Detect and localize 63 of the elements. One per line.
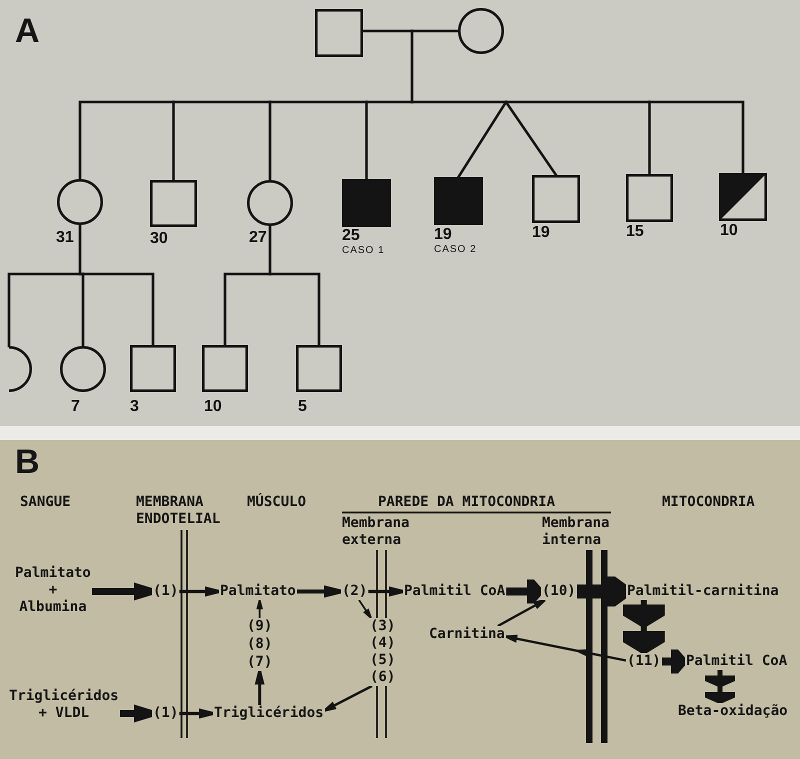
pedigree-square (130, 345, 176, 392)
column-heading: MEMBRANA ENDOTELIAL (136, 494, 220, 528)
panel-letter: B (15, 445, 40, 479)
individual-number: 25 (342, 227, 360, 244)
compound-label: Beta-oxidação (677, 703, 789, 720)
pedigree-line (268, 224, 272, 276)
pedigree-line (457, 100, 508, 178)
individual-number: 19 (434, 226, 452, 243)
pedigree-square (202, 345, 248, 392)
pedigree-circle (60, 346, 106, 392)
individual-number: 3 (130, 398, 139, 415)
pedigree-line (410, 30, 460, 32)
pedigree-line (268, 100, 368, 104)
individual-number: 27 (249, 229, 267, 246)
pedigree-line (268, 100, 272, 182)
pedigree-line (172, 100, 272, 104)
column-heading: SANGUE (20, 494, 71, 511)
pedigree-line (8, 272, 82, 348)
pedigree-line (410, 100, 508, 104)
individual-number: 10 (204, 398, 222, 415)
column-heading: MITOCONDRIA (662, 494, 755, 511)
pedigree-line (362, 30, 414, 32)
pedigree-line (365, 100, 414, 104)
pedigree-line (504, 100, 558, 176)
individual-number: 15 (626, 223, 644, 240)
pedigree-square (315, 9, 363, 57)
pedigree-line (365, 100, 368, 180)
pedigree-line (172, 100, 175, 182)
case-label: CASO 1 (342, 245, 385, 257)
pedigree-line (410, 30, 414, 104)
pedigree-line (648, 100, 744, 174)
individual-number: 31 (56, 229, 74, 246)
individual-number: 10 (720, 222, 738, 239)
pedigree-square (296, 345, 342, 392)
panel-letter: A (15, 14, 40, 48)
filled-pedigree-square (434, 177, 483, 225)
compound-label: Triglicéridos (213, 705, 325, 722)
membrane-label: Membrana externa (342, 515, 410, 549)
column-heading: PAREDE DA MITOCONDRIA (378, 494, 556, 511)
case-label: CASO 2 (434, 244, 477, 256)
pedigree-line (82, 272, 84, 348)
pedigree-square (532, 175, 580, 223)
individual-number: 30 (150, 230, 168, 247)
pedigree-square (150, 180, 197, 227)
individual-number: 5 (298, 398, 307, 415)
membrane-label: Membrana interna (542, 515, 610, 549)
pedigree-line (78, 100, 175, 180)
pedigree-line (78, 272, 84, 276)
pedigree-line (224, 272, 272, 346)
filled-pedigree-square (342, 179, 391, 227)
pedigree-circle (57, 179, 103, 225)
column-heading: MÚSCULO (247, 494, 306, 511)
pedigree-circle (247, 180, 293, 226)
individual-number: 7 (71, 398, 80, 415)
pedigree-line (504, 100, 651, 104)
pedigree-line (268, 272, 320, 346)
half-filled-pedigree-square (719, 173, 767, 221)
pedigree-circle (458, 8, 504, 54)
individual-number: 19 (532, 224, 550, 241)
pedigree-square (626, 174, 673, 222)
pedigree-line (82, 272, 154, 346)
pedigree-line (648, 100, 651, 176)
pedigree-line (78, 224, 82, 276)
